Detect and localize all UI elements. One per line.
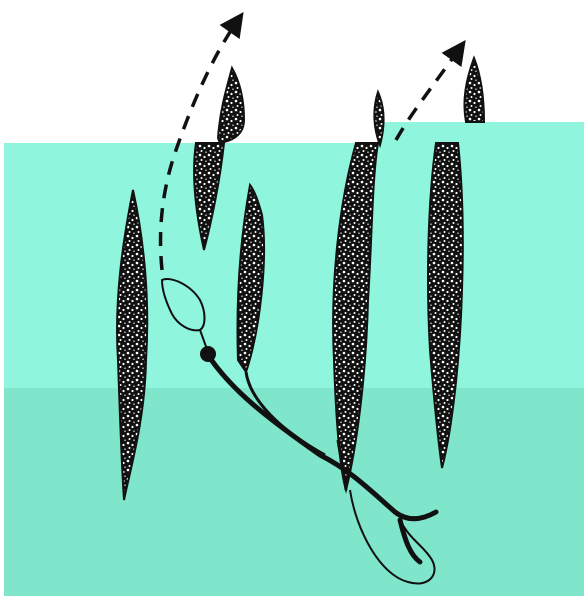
frond-top-center-tip — [374, 92, 383, 145]
node-dot — [200, 346, 216, 362]
water-upper-band — [4, 143, 584, 388]
water-lower-band — [4, 388, 584, 596]
frond-top-right-tip — [464, 58, 484, 122]
frond-top-left-broken — [218, 68, 244, 143]
surface-glitch-strip — [380, 122, 584, 144]
